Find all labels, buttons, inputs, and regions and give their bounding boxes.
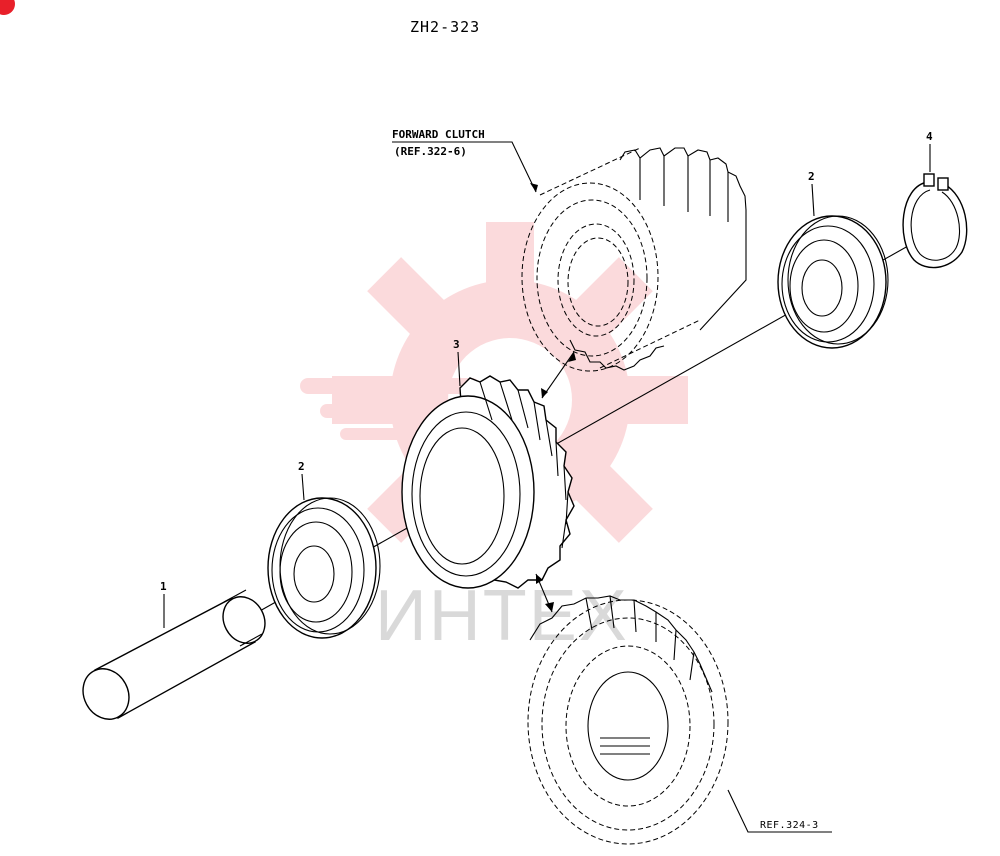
callout-part-2-left: 2	[298, 460, 305, 473]
watermark-text: ИНТЕХ	[375, 576, 629, 656]
forward-clutch-drawing	[521, 147, 747, 372]
bottom-ref-leader	[727, 789, 832, 833]
mesh-arrow-upper	[541, 351, 576, 399]
callout-part-1: 1	[160, 580, 167, 593]
forward-clutch-label: FORWARD CLUTCH	[392, 128, 485, 141]
diagram-title: ZH2-323	[410, 18, 480, 36]
bearing-right-part-2	[777, 215, 889, 349]
callout-part-4: 4	[926, 130, 933, 143]
gear-part-3	[401, 375, 575, 589]
corner-logo-mark	[0, 0, 15, 15]
bottom-ref-label: REF.324-3	[760, 820, 819, 831]
bearing-left-part-2	[267, 497, 381, 639]
shaft-pin-part-1	[82, 589, 266, 720]
snap-ring-part-4	[902, 173, 968, 269]
mesh-arrow-lower	[535, 573, 554, 613]
callout-part-2-right: 2	[808, 170, 815, 183]
callout-part-3: 3	[453, 338, 460, 351]
bottom-reference-gear	[527, 595, 729, 845]
forward-clutch-leader	[500, 141, 537, 193]
forward-clutch-ref: (REF.322-6)	[394, 145, 467, 158]
